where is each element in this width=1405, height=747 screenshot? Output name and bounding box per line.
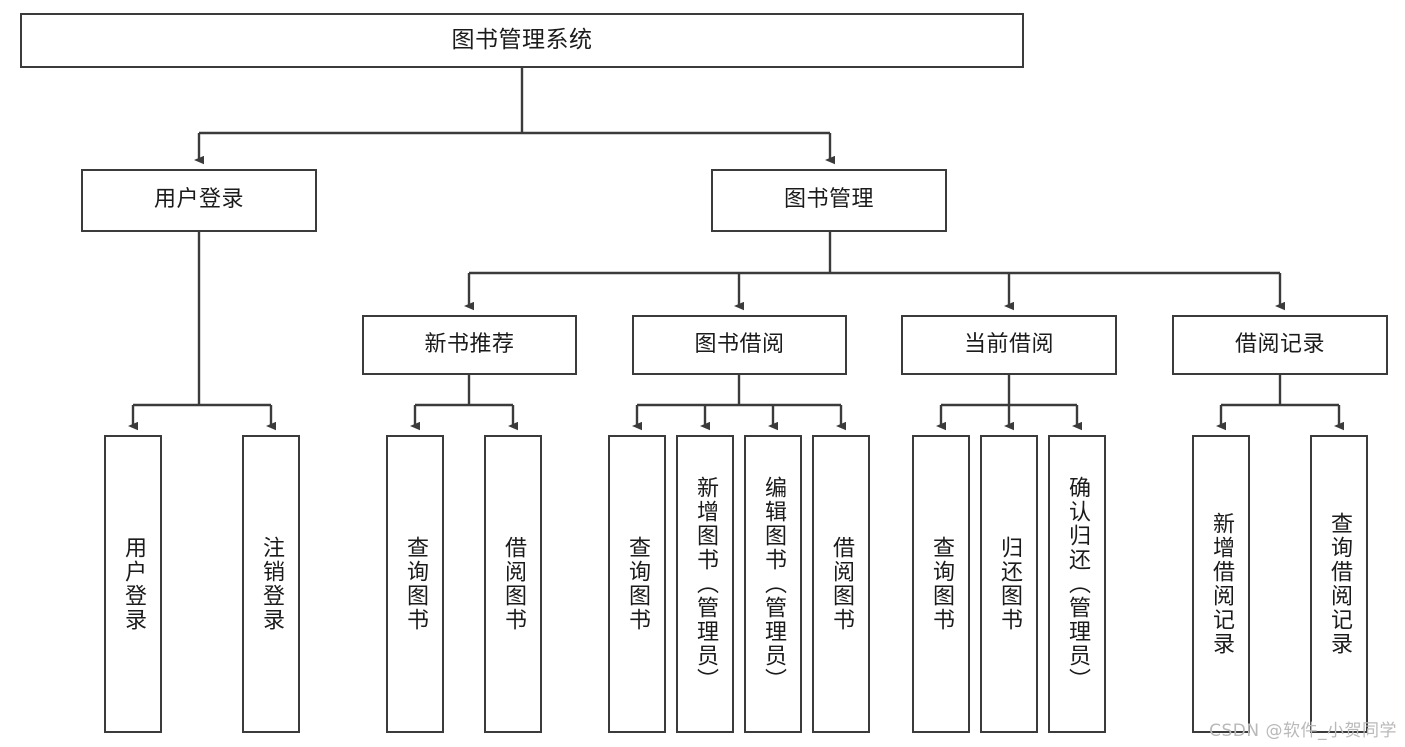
node-label: 确认归还（管理员）	[1064, 476, 1090, 692]
node-leaf-logout[interactable]: 注销登录	[242, 435, 300, 733]
node-leaf-edit-book[interactable]: 编辑图书（管理员）	[744, 435, 802, 733]
node-leaf-add-record[interactable]: 新增借阅记录	[1192, 435, 1250, 733]
node-label: 新增借阅记录	[1208, 512, 1234, 656]
node-new-book-rec[interactable]: 新书推荐	[362, 315, 577, 375]
node-book-borrow[interactable]: 图书借阅	[632, 315, 847, 375]
node-label: 注销登录	[258, 536, 284, 632]
node-label: 归还图书	[996, 536, 1022, 632]
node-label: 用户登录	[120, 536, 146, 632]
node-leaf-borrow-book-1[interactable]: 借阅图书	[484, 435, 542, 733]
node-label: 借阅图书	[828, 536, 854, 632]
node-label: 用户登录	[153, 187, 244, 213]
node-label: 查询图书	[624, 536, 650, 632]
watermark-text: CSDN @软件_小贺同学	[1209, 721, 1397, 741]
node-leaf-query-book-2[interactable]: 查询图书	[608, 435, 666, 733]
node-leaf-borrow-book-2[interactable]: 借阅图书	[812, 435, 870, 733]
node-root-system[interactable]: 图书管理系统	[20, 13, 1024, 68]
node-leaf-add-book[interactable]: 新增图书（管理员）	[676, 435, 734, 733]
node-label: 新增图书（管理员）	[692, 476, 718, 692]
node-label: 图书管理系统	[451, 26, 593, 53]
node-label: 编辑图书（管理员）	[760, 476, 786, 692]
node-leaf-user-login[interactable]: 用户登录	[104, 435, 162, 733]
node-label: 借阅记录	[1234, 331, 1325, 357]
node-label: 查询借阅记录	[1326, 512, 1352, 656]
node-label: 查询图书	[928, 536, 954, 632]
node-leaf-query-record[interactable]: 查询借阅记录	[1310, 435, 1368, 733]
node-leaf-confirm-return[interactable]: 确认归还（管理员）	[1048, 435, 1106, 733]
node-label: 借阅图书	[500, 536, 526, 632]
node-label: 图书借阅	[694, 331, 785, 357]
node-leaf-query-book-1[interactable]: 查询图书	[386, 435, 444, 733]
node-label: 查询图书	[402, 536, 428, 632]
node-book-manage[interactable]: 图书管理	[711, 169, 947, 232]
node-leaf-query-book-3[interactable]: 查询图书	[912, 435, 970, 733]
node-label: 新书推荐	[424, 331, 515, 357]
node-user-login[interactable]: 用户登录	[81, 169, 317, 232]
node-label: 当前借阅	[963, 331, 1054, 357]
node-leaf-return-book[interactable]: 归还图书	[980, 435, 1038, 733]
node-label: 图书管理	[783, 187, 874, 213]
node-current-borrow[interactable]: 当前借阅	[901, 315, 1117, 375]
node-borrow-record[interactable]: 借阅记录	[1172, 315, 1388, 375]
